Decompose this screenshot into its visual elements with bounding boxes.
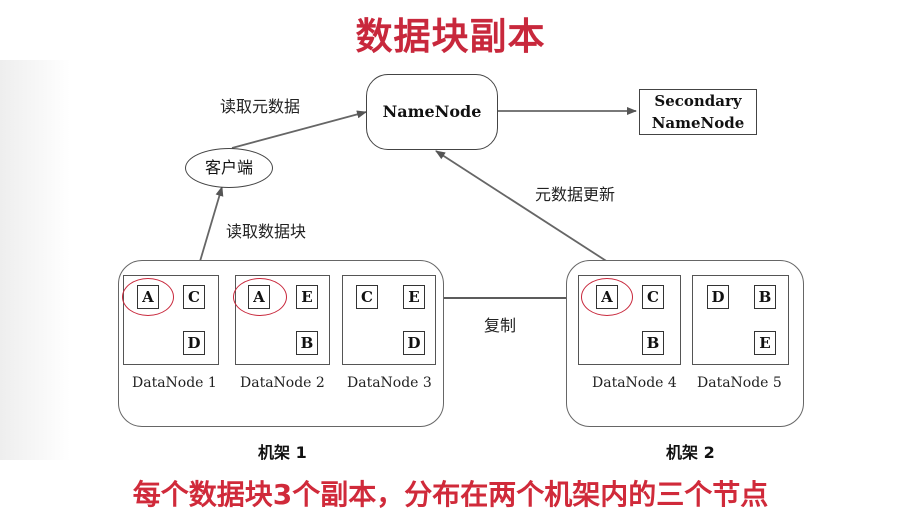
namenode-label: NameNode <box>382 102 482 121</box>
datanode-5-label: DataNode 5 <box>697 375 782 391</box>
edge-label-metadata-update: 元数据更新 <box>535 185 616 204</box>
client-ellipse: 客户端 <box>185 148 273 188</box>
block-e: E <box>403 285 425 309</box>
datanode-3-label: DataNode 3 <box>347 375 432 391</box>
diagram-title: 数据块副本 <box>355 15 546 58</box>
namenode-box: NameNode <box>366 74 498 150</box>
block-d: D <box>707 285 729 309</box>
block-b: B <box>296 331 318 355</box>
secondary-namenode-box: Secondary NameNode <box>639 89 757 135</box>
block-d: D <box>403 331 425 355</box>
arrow-client-to-namenode <box>231 110 367 149</box>
background-shade <box>0 60 70 460</box>
arrow-datanode-to-namenode <box>435 150 629 276</box>
datanode-4-label: DataNode 4 <box>592 375 677 391</box>
rack-2-label: 机架 2 <box>666 443 715 462</box>
block-c: C <box>183 285 205 309</box>
edge-label-read-block: 读取数据块 <box>226 222 307 241</box>
block-e: E <box>754 331 776 355</box>
caption-text: 每个数据块3个副本，分布在两个机架内的三个节点 <box>132 478 769 511</box>
secondary-label-line1: Secondary <box>654 92 742 110</box>
secondary-label-line2: NameNode <box>651 114 745 132</box>
rack-1-label: 机架 1 <box>258 443 307 462</box>
highlight-circle <box>122 278 174 316</box>
edge-label-read-metadata: 读取元数据 <box>220 97 301 116</box>
block-d: D <box>183 331 205 355</box>
datanode-2-label: DataNode 2 <box>240 375 325 391</box>
client-label: 客户端 <box>204 158 253 177</box>
datanode-1-label: DataNode 1 <box>132 375 217 391</box>
edge-label-copy: 复制 <box>484 316 517 335</box>
block-e: E <box>296 285 318 309</box>
block-c: C <box>642 285 664 309</box>
highlight-circle <box>233 278 287 316</box>
block-c: C <box>356 285 378 309</box>
block-b: B <box>754 285 776 309</box>
block-b: B <box>642 331 664 355</box>
highlight-circle <box>581 278 633 316</box>
